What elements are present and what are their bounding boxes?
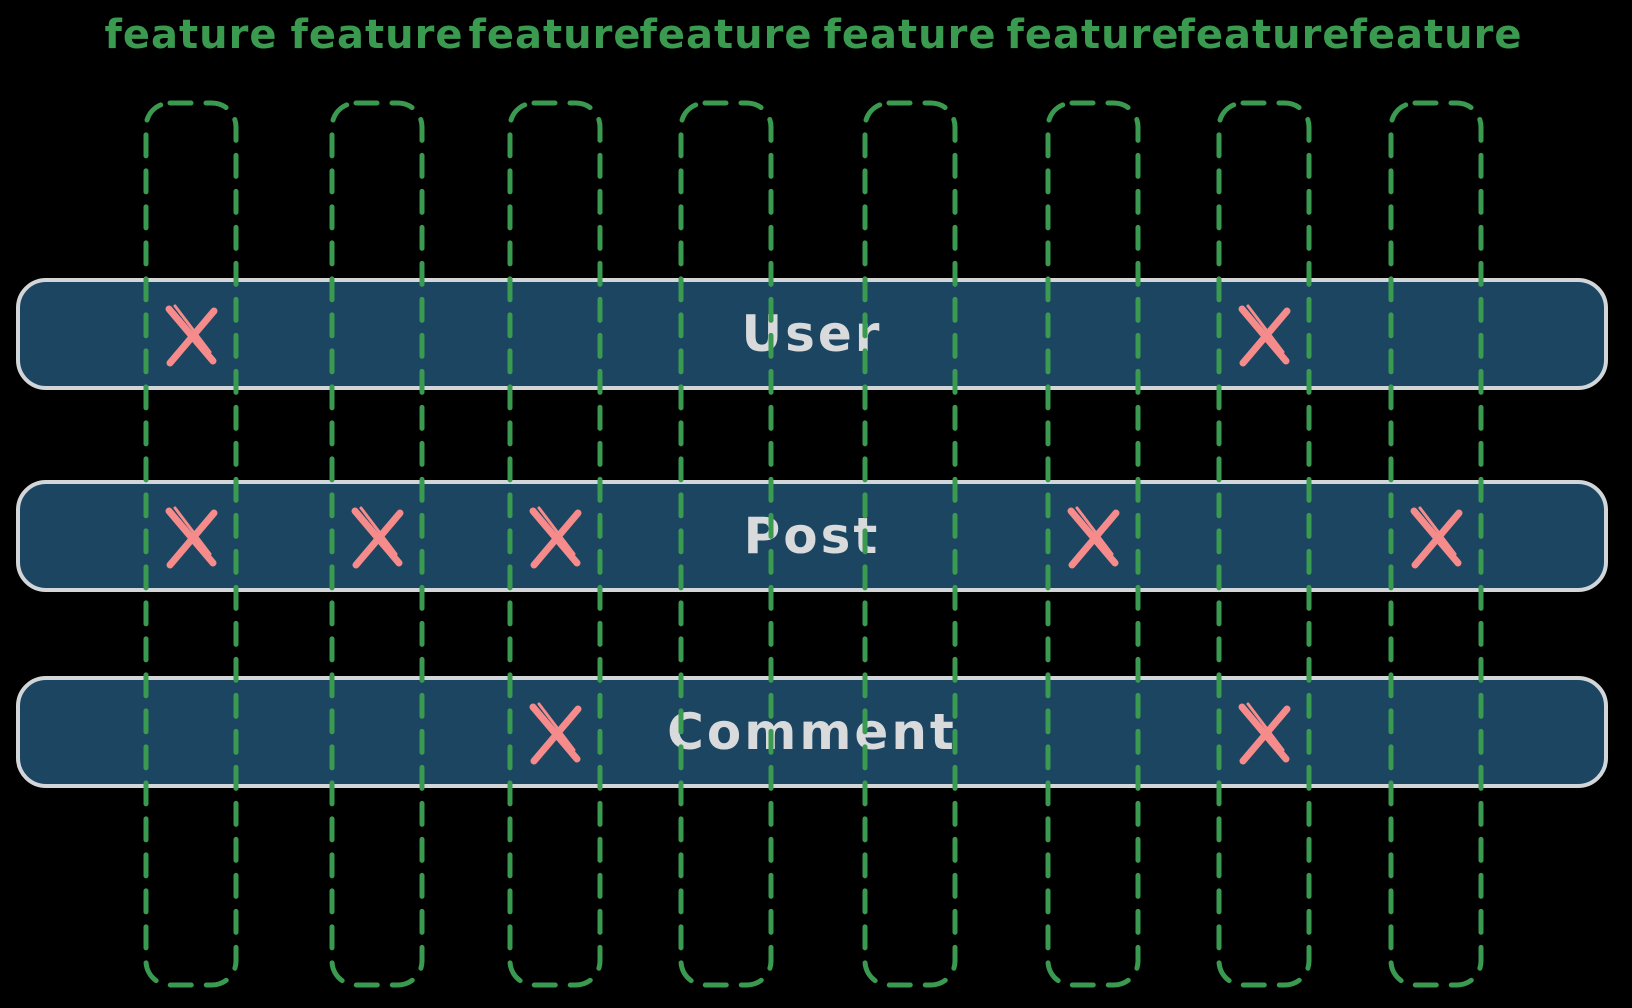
dashed-column-rect <box>678 100 774 988</box>
x-mark-stroke <box>1068 509 1120 569</box>
feature-column-outline <box>862 100 958 988</box>
x-mark-stroke <box>1411 509 1463 569</box>
entity-label: Post <box>743 507 881 565</box>
feature-column-outline <box>1388 100 1484 988</box>
x-mark-stroke <box>166 307 218 367</box>
x-mark-stroke <box>1239 705 1291 765</box>
x-mark <box>1410 506 1463 569</box>
entity-row-user: User <box>16 278 1608 390</box>
x-mark-stroke <box>537 702 576 752</box>
feature-column-outline <box>143 100 239 988</box>
x-mark-stroke <box>352 509 404 569</box>
dashed-column-rect <box>329 100 425 988</box>
x-mark-stroke <box>173 304 212 354</box>
feature-column-outline <box>1216 100 1312 988</box>
dashed-column-rect <box>507 100 603 988</box>
entity-row-post: Post <box>16 480 1608 592</box>
feature-column-outline <box>678 100 774 988</box>
x-mark <box>1238 702 1291 765</box>
x-mark <box>1067 506 1120 569</box>
entity-label: Comment <box>667 703 957 761</box>
feature-column-label: feature <box>639 12 813 58</box>
x-mark-stroke <box>359 506 398 556</box>
x-mark-stroke <box>1246 304 1285 354</box>
feature-column-label: feature <box>1349 12 1523 58</box>
x-mark <box>1238 304 1291 367</box>
dashed-column-rect <box>143 100 239 988</box>
dashed-column-rect <box>1388 100 1484 988</box>
x-mark-stroke <box>1418 506 1457 556</box>
x-mark-stroke <box>530 509 582 569</box>
x-mark <box>165 506 218 569</box>
x-mark <box>529 506 582 569</box>
x-mark-stroke <box>1075 506 1114 556</box>
feature-column-outline <box>329 100 425 988</box>
x-mark-stroke <box>1246 702 1285 752</box>
dashed-column-rect <box>862 100 958 988</box>
feature-column-label: feature <box>468 12 642 58</box>
x-mark-stroke <box>530 705 582 765</box>
x-mark-stroke <box>1239 307 1291 367</box>
x-mark <box>351 506 404 569</box>
dashed-column-rect <box>1045 100 1141 988</box>
feature-column-label: feature <box>823 12 997 58</box>
feature-column-label: feature <box>104 12 278 58</box>
feature-column-outline <box>507 100 603 988</box>
entity-row-comment: Comment <box>16 676 1608 788</box>
x-mark-stroke <box>537 506 576 556</box>
feature-column-label: feature <box>1177 12 1351 58</box>
feature-column-label: feature <box>1006 12 1180 58</box>
x-mark <box>529 702 582 765</box>
x-mark <box>165 304 218 367</box>
feature-column-label: feature <box>290 12 464 58</box>
x-mark-stroke <box>173 506 212 556</box>
entity-label: User <box>741 305 883 363</box>
x-mark-stroke <box>166 509 218 569</box>
dashed-column-rect <box>1216 100 1312 988</box>
feature-column-outline <box>1045 100 1141 988</box>
